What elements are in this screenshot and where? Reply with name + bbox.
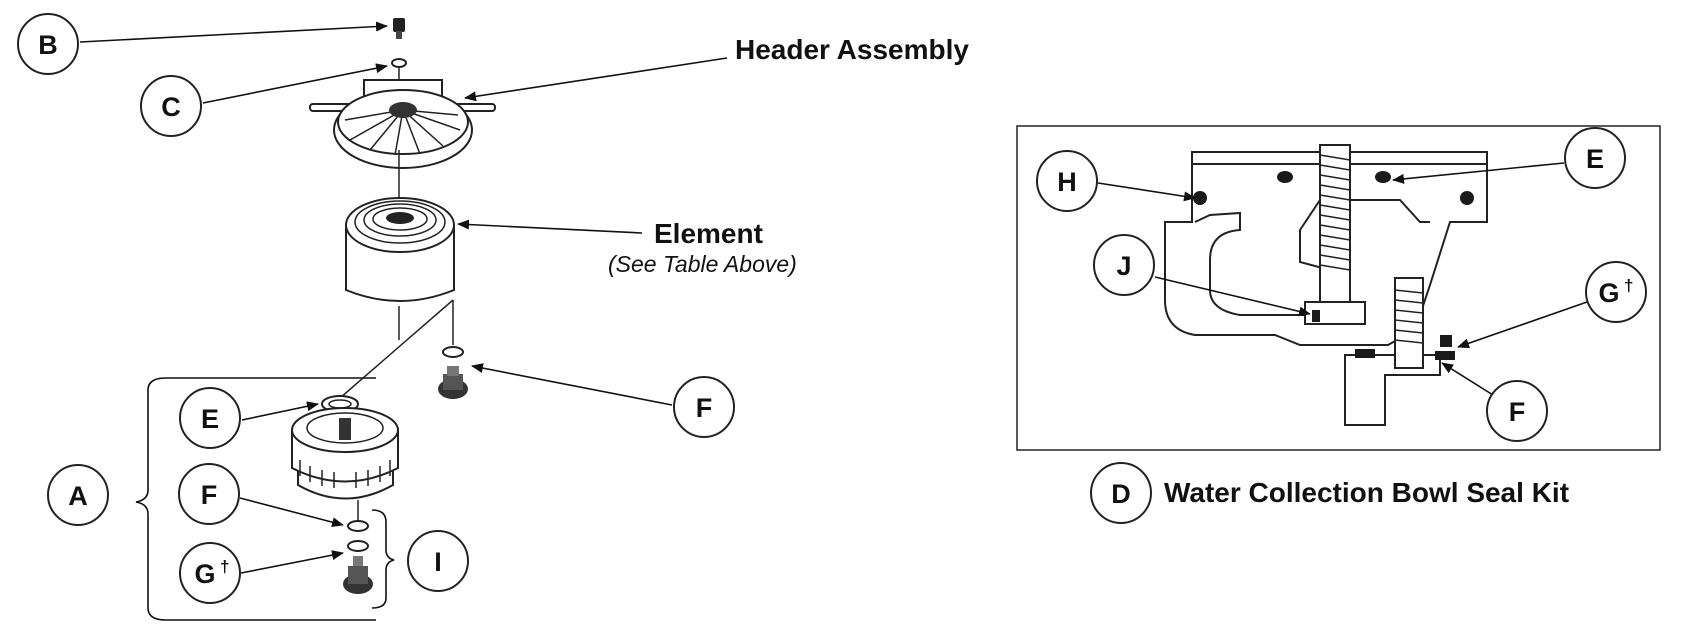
callout-f-right: F [673,376,735,438]
svg-text:G: G [1598,278,1619,308]
svg-text:C: C [161,92,181,122]
svg-text:G: G [194,559,215,589]
drain-washer-part [442,346,464,358]
svg-text:A: A [68,481,88,511]
lower-seal-part [347,540,369,552]
kit-a-bracket [135,377,376,621]
callout-f-right-section: F [1486,380,1548,442]
callout-j: J [1093,234,1155,296]
svg-text:J: J [1116,251,1131,281]
drain-valve-part [438,366,468,399]
callout-d: D [1090,462,1152,524]
callout-i: I [407,530,469,592]
svg-text:E: E [1586,144,1604,174]
water-bowl-part [291,407,399,520]
svg-text:E: E [201,404,219,434]
lower-drain-washer-part [347,520,369,532]
callout-a: A [47,464,109,526]
svg-text:†: † [220,557,229,576]
washer-part [391,58,407,68]
svg-text:I: I [434,547,442,577]
svg-text:†: † [1624,276,1633,295]
filter-element-part [345,197,455,340]
bowl-cross-section [1164,144,1488,426]
header-assembly-label: Header Assembly [735,34,969,65]
lower-drain-valve-part [343,556,373,594]
callout-e-right: E [1564,127,1626,189]
element-label: Element [654,218,763,249]
callout-g-right: G † [1585,261,1647,323]
element-note: (See Table Above) [608,251,797,277]
callout-g-left: G † [179,542,241,604]
seal-kit-caption: Water Collection Bowl Seal Kit [1164,477,1569,508]
callout-b: B [17,13,79,75]
callout-f-left: F [178,463,240,525]
kit-i-bracket [371,509,395,609]
svg-text:H: H [1057,167,1077,197]
callout-h: H [1036,150,1098,212]
svg-text:F: F [696,393,713,423]
bleed-screw-part [393,18,405,39]
callout-e-left: E [179,387,241,449]
callout-c: C [140,75,202,137]
header-assembly-part [309,79,496,200]
svg-text:F: F [201,480,218,510]
svg-text:B: B [38,30,58,60]
svg-text:D: D [1111,479,1131,509]
seal-kit-frame [1016,125,1661,451]
svg-text:F: F [1509,397,1526,427]
